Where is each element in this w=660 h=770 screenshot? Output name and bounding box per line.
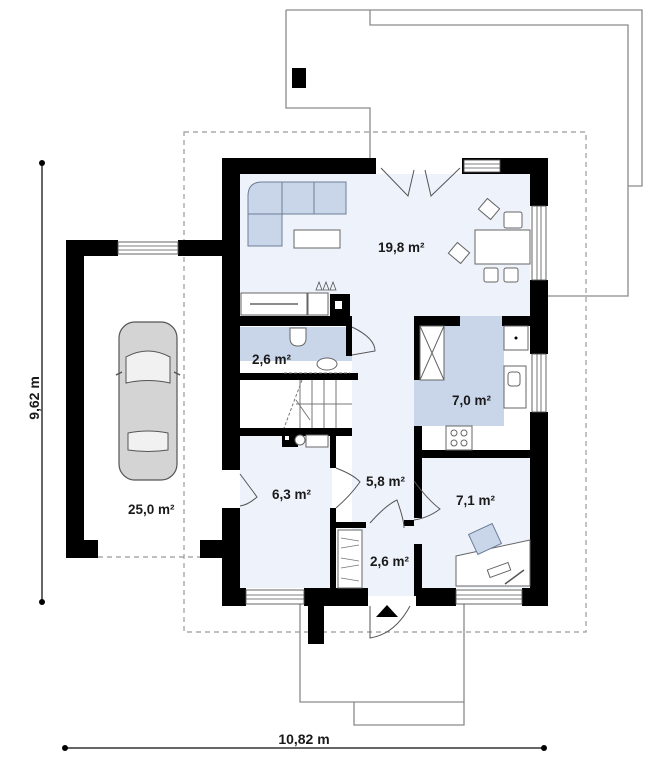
sofa-icon xyxy=(247,181,347,247)
entrance-arrow-icon xyxy=(376,605,398,617)
room-area-hall: 5,8 m² xyxy=(366,474,406,489)
height-dimension-label: 9,62 m xyxy=(26,376,42,420)
living-window xyxy=(463,159,501,173)
room-labels: 19,8 m² 2,6 m² 7,0 m² 5,8 m² 6,3 m² 7,1 … xyxy=(128,240,496,569)
dining-window xyxy=(531,205,547,281)
room-area-study: 7,1 m² xyxy=(456,493,496,508)
washing-machine-icon xyxy=(305,434,329,448)
width-dimension-label: 10,82 m xyxy=(278,731,329,747)
room-area-wc: 2,6 m² xyxy=(252,352,292,367)
room-area-living: 19,8 m² xyxy=(378,240,425,255)
utility-window xyxy=(245,589,305,605)
terrace-outline xyxy=(285,9,643,297)
room-area-utility: 6,3 m² xyxy=(272,487,312,502)
doors xyxy=(239,167,461,639)
garage-window xyxy=(117,241,179,255)
toilet-icon xyxy=(289,327,307,347)
room-area-kitchen: 7,0 m² xyxy=(452,393,492,408)
entrance-door xyxy=(369,605,411,639)
room-area-garage: 25,0 m² xyxy=(128,502,175,517)
dining-table-icon xyxy=(474,229,531,265)
coffee-table-icon xyxy=(293,229,341,249)
garage-door-to-utility xyxy=(239,473,258,507)
kitchen-window xyxy=(531,353,547,413)
entrance-steps xyxy=(299,600,465,726)
cooktop-icon xyxy=(445,425,473,451)
vestibule-door xyxy=(369,499,405,529)
office-chair-icon xyxy=(467,522,503,556)
dimension-width: 10,82 m xyxy=(62,731,547,751)
desk-icon xyxy=(455,539,531,587)
roof-overhang-line xyxy=(183,131,587,633)
furniture xyxy=(240,181,531,589)
car-icon xyxy=(115,321,181,481)
study-window xyxy=(455,589,523,605)
stairs-icon xyxy=(283,379,352,429)
room-area-vestibule: 2,6 m² xyxy=(370,554,410,569)
wc-door xyxy=(351,326,376,356)
chimney-block xyxy=(292,68,306,88)
keyboard-icon xyxy=(486,561,512,579)
study-door xyxy=(413,480,441,521)
dimension-height: 9,62 m xyxy=(26,160,45,605)
utility-door xyxy=(335,467,361,509)
windows xyxy=(117,159,547,605)
terrace-double-door xyxy=(380,167,461,198)
sink-icon xyxy=(316,357,338,371)
monitor-icon xyxy=(504,569,525,585)
flame-icon xyxy=(315,280,337,291)
walls xyxy=(66,158,548,644)
